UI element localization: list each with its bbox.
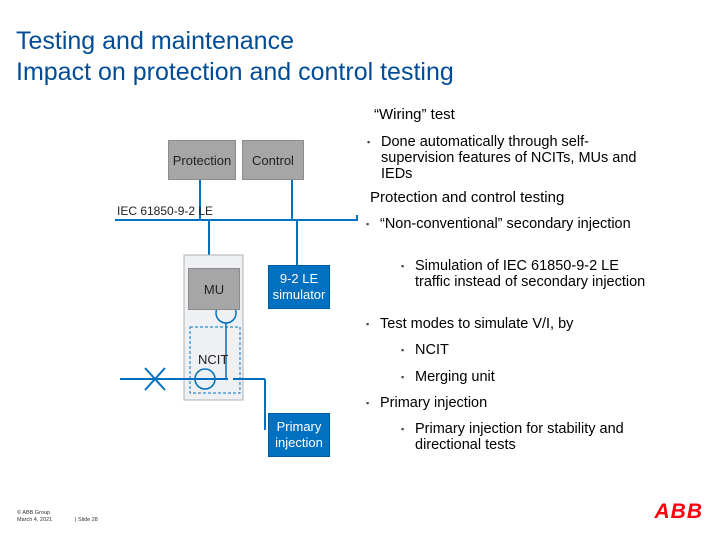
ncit-sensor-bottom (194, 368, 216, 390)
title-line-2: Impact on protection and control testing (16, 58, 454, 86)
simulator-line-1: 9-2 LE (279, 271, 319, 286)
title-line-1: Testing and maintenance (16, 27, 294, 55)
mu-label: MU (203, 281, 225, 297)
primary-injection-box: Primary injection (268, 413, 330, 457)
footer-date: March 4, 2021 (17, 517, 53, 523)
bullet-nonconventional: “Non-conventional” secondary injection (366, 216, 636, 232)
bus-label: IEC 61850-9-2 LE (117, 204, 214, 218)
wiring-bullet: Done automatically through self-supervis… (367, 134, 647, 182)
simulator-line-2: simulator (272, 287, 326, 302)
bullet-ncit: NCIT (401, 342, 601, 358)
bullet-merging-unit: Merging unit (401, 369, 601, 385)
simulator-box: 9-2 LE simulator (268, 265, 330, 309)
footer-info: © ABB Group March 4, 2021 (17, 510, 52, 524)
protection-box: Protection (168, 140, 236, 180)
bullet-test-modes: Test modes to simulate V/I, by (366, 316, 636, 332)
protection-label: Protection (172, 152, 232, 168)
bullet-primary-stability: Primary injection for stability and dire… (401, 421, 646, 453)
slide-title: Testing and maintenance Impact on protec… (16, 26, 454, 88)
footer-copyright: © ABB Group (17, 510, 51, 516)
mu-box: MU (188, 268, 240, 310)
bullet-primary-injection: Primary injection (366, 395, 636, 411)
control-box: Control (242, 140, 304, 180)
ncit-label: NCIT (198, 352, 229, 367)
wiring-heading: “Wiring” test (374, 106, 455, 123)
bullet-simulation: Simulation of IEC 61850-9-2 LE traffic i… (401, 258, 646, 290)
primary-line-2: injection (275, 435, 323, 450)
primary-line-1: Primary (276, 419, 322, 434)
pc-heading: Protection and control testing (370, 189, 565, 206)
footer-slide-number: | Slide 28 (75, 517, 98, 523)
abb-logo: ABB (654, 500, 703, 523)
control-label: Control (252, 152, 294, 168)
